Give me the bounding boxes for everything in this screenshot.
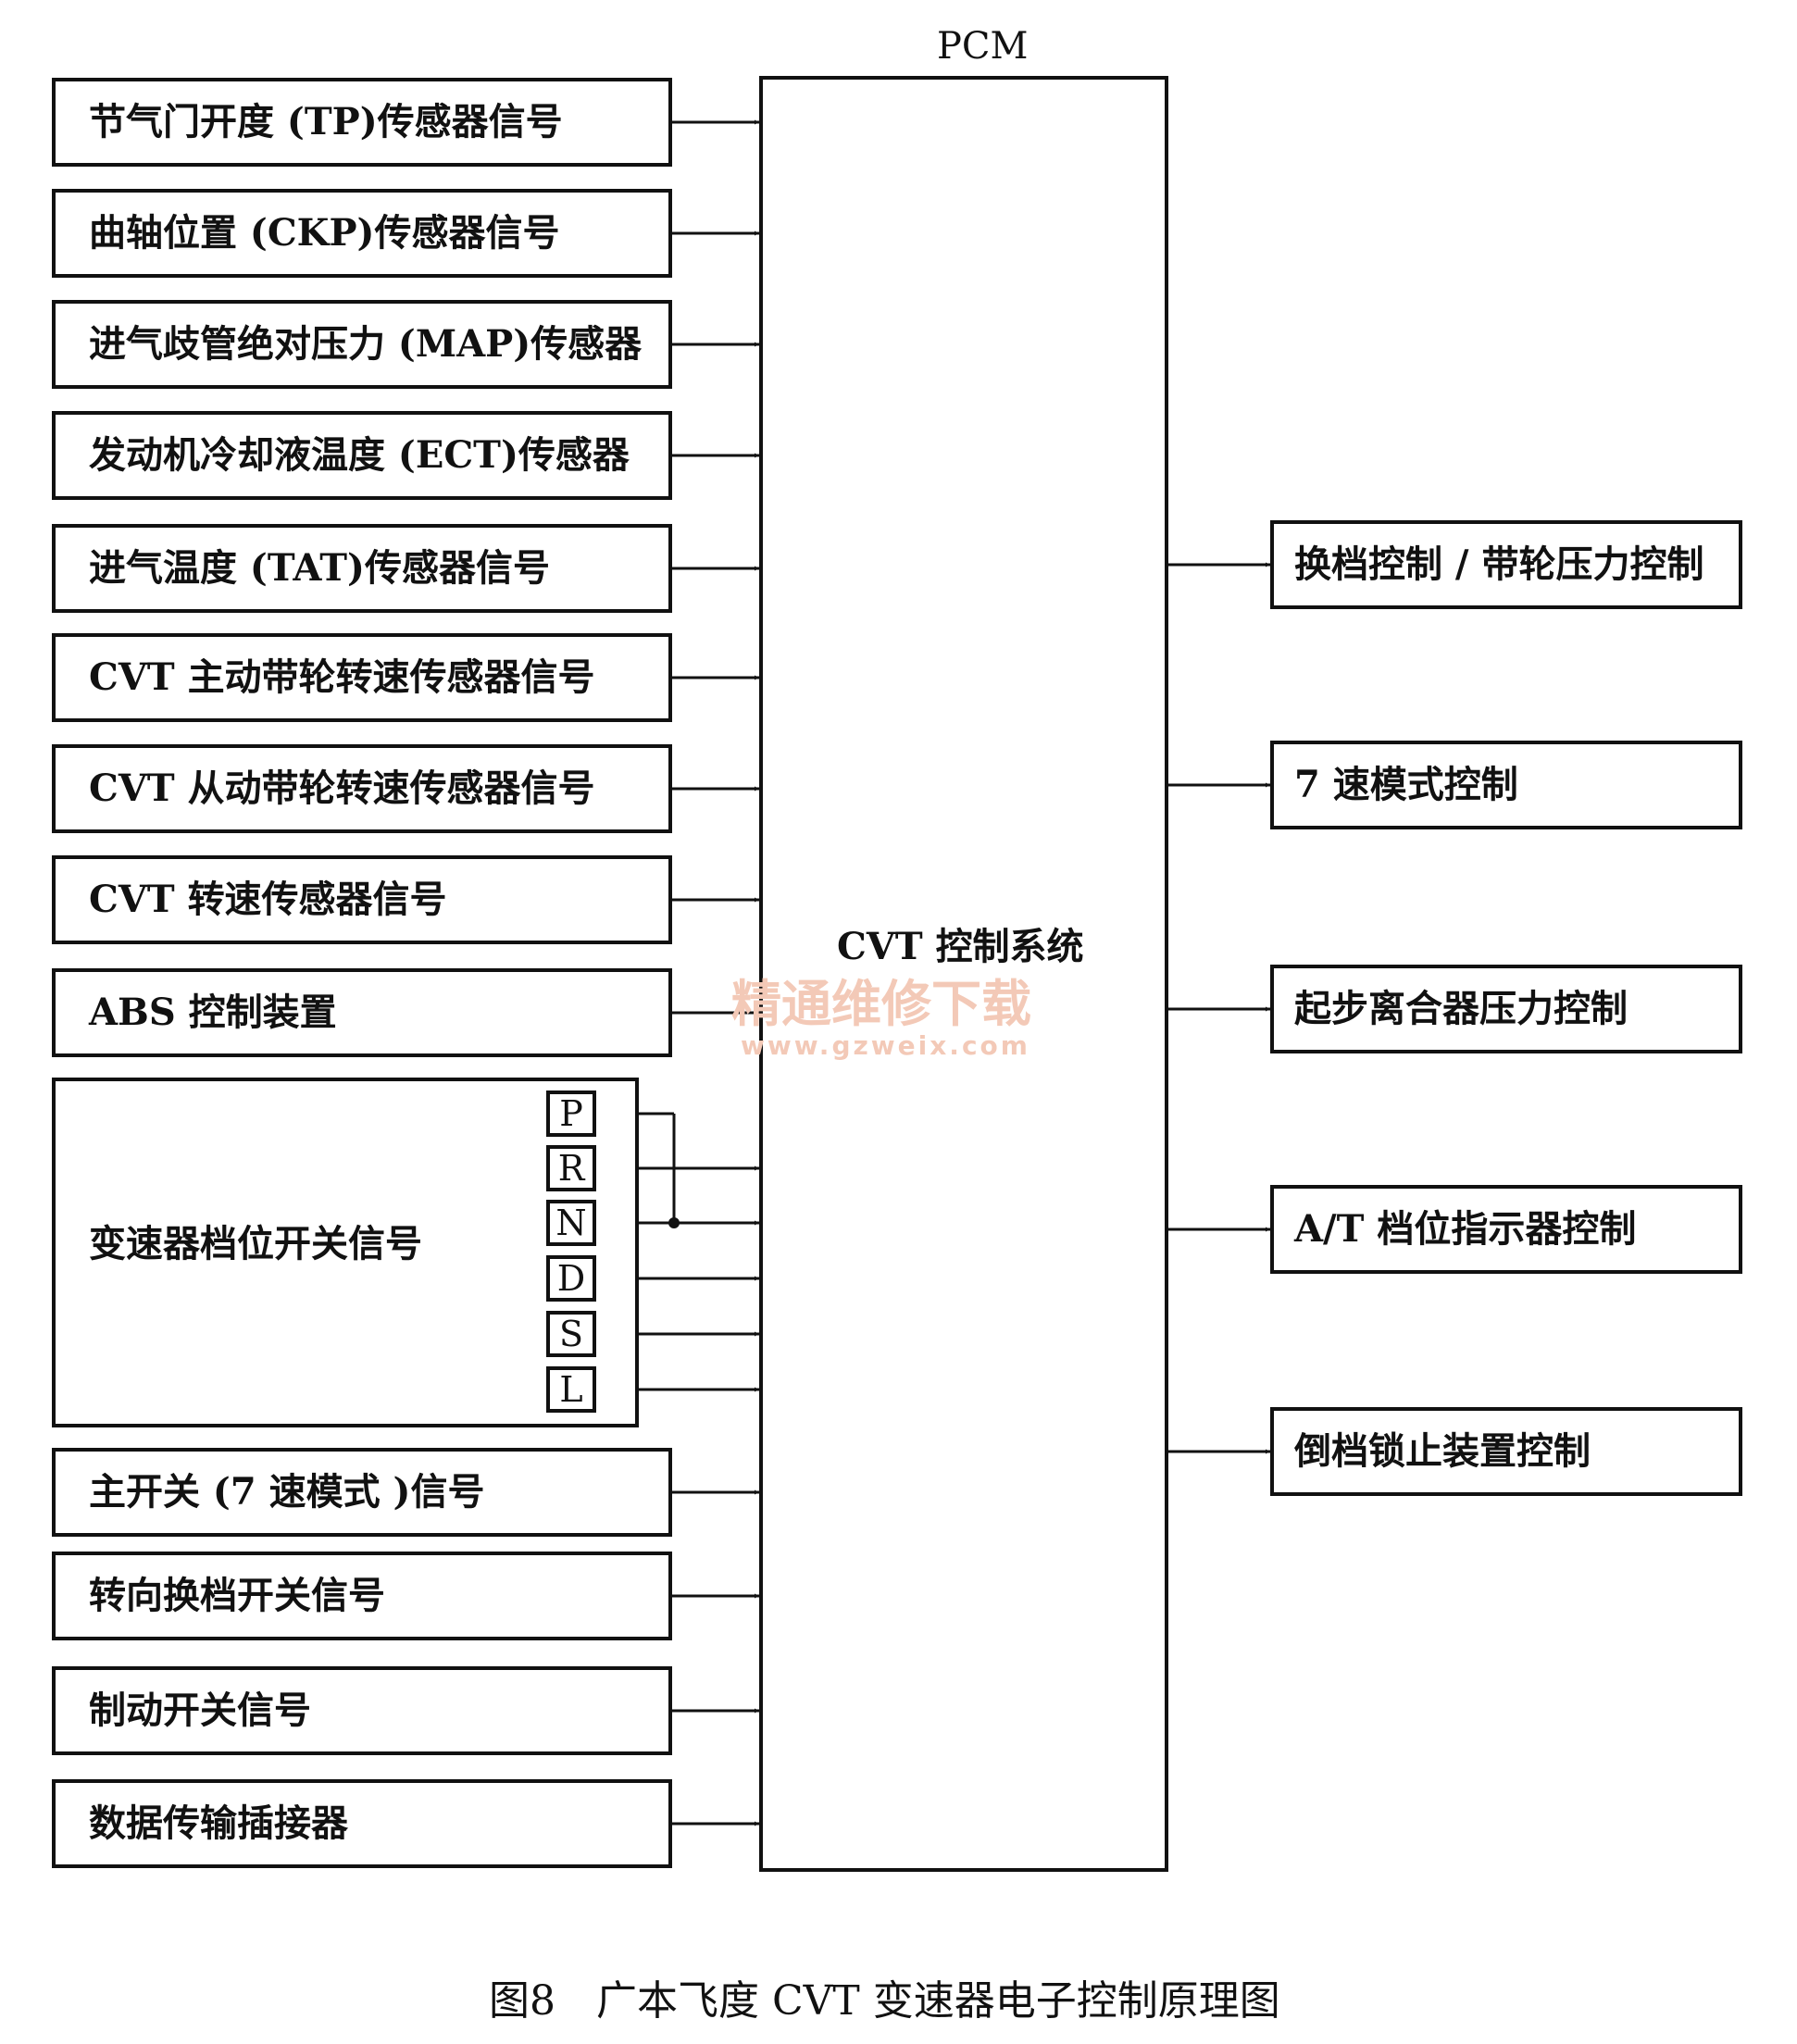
- output-label: A/T 档位指示器控制: [1294, 1207, 1637, 1251]
- output-box-at-indicator: A/T 档位指示器控制: [1270, 1185, 1742, 1274]
- output-label: 7 速模式控制: [1294, 763, 1518, 806]
- gear-position-p: P: [546, 1091, 596, 1137]
- input-label: 数据传输插接器: [89, 1801, 348, 1845]
- input-label: ABS 控制装置: [89, 991, 337, 1034]
- input-label: 主开关 (7 速模式 )信号: [89, 1470, 485, 1514]
- junction-dot: [668, 1217, 680, 1228]
- input-label: 曲轴位置 (CKP)传感器信号: [89, 211, 560, 255]
- gear-position-r: R: [546, 1145, 596, 1191]
- gear-position-s: S: [546, 1311, 596, 1357]
- input-box-steering-shift: 转向换档开关信号: [52, 1552, 672, 1640]
- input-box-map: 进气歧管绝对压力 (MAP)传感器: [52, 300, 672, 389]
- output-box-reverse-lock: 倒档锁止装置控制: [1270, 1407, 1742, 1496]
- output-label: 起步离合器压力控制: [1294, 987, 1628, 1030]
- input-box-abs: ABS 控制装置: [52, 968, 672, 1057]
- figure-caption: 图8 广本飞度 CVT 变速器电子控制原理图: [489, 1977, 1280, 2025]
- gear-position-d: D: [546, 1255, 596, 1302]
- input-box-main-switch: 主开关 (7 速模式 )信号: [52, 1448, 672, 1537]
- gear-switch-label: 变速器档位开关信号: [89, 1222, 422, 1265]
- input-label: 制动开关信号: [89, 1689, 311, 1732]
- output-label: 换档控制 / 带轮压力控制: [1294, 542, 1704, 586]
- output-box-7speed: 7 速模式控制: [1270, 741, 1742, 829]
- input-box-driven-pulley: CVT 从动带轮转速传感器信号: [52, 744, 672, 833]
- output-label: 倒档锁止装置控制: [1294, 1429, 1591, 1473]
- input-box-tat: 进气温度 (TAT)传感器信号: [52, 524, 672, 613]
- control-system-label: CVT 控制系统: [837, 925, 1084, 968]
- input-box-ckp: 曲轴位置 (CKP)传感器信号: [52, 189, 672, 278]
- pcm-label: PCM: [937, 25, 1029, 68]
- input-box-brake-switch: 制动开关信号: [52, 1666, 672, 1755]
- input-label: 节气门开度 (TP)传感器信号: [89, 100, 563, 143]
- input-box-drive-pulley: CVT 主动带轮转速传感器信号: [52, 633, 672, 722]
- input-box-cvt-speed: CVT 转速传感器信号: [52, 855, 672, 944]
- watermark-url: www.gzweix.com: [741, 1030, 1030, 1061]
- input-label: 进气温度 (TAT)传感器信号: [89, 546, 550, 590]
- gear-switch-box: 变速器档位开关信号: [52, 1078, 639, 1427]
- watermark-text: 精通维修下载: [731, 975, 1031, 1033]
- output-box-start-clutch: 起步离合器压力控制: [1270, 965, 1742, 1053]
- pcm-block: CVT 控制系统: [759, 76, 1168, 1872]
- gear-position-l: L: [546, 1366, 596, 1413]
- input-label: 发动机冷却液温度 (ECT)传感器: [89, 433, 630, 477]
- input-label: 进气歧管绝对压力 (MAP)传感器: [89, 322, 643, 366]
- gear-position-n: N: [546, 1200, 596, 1246]
- input-label: CVT 转速传感器信号: [89, 878, 447, 921]
- output-box-shift-pulley: 换档控制 / 带轮压力控制: [1270, 520, 1742, 609]
- input-box-ect: 发动机冷却液温度 (ECT)传感器: [52, 411, 672, 500]
- input-label: 转向换档开关信号: [89, 1574, 385, 1617]
- input-box-tp: 节气门开度 (TP)传感器信号: [52, 78, 672, 167]
- input-label: CVT 从动带轮转速传感器信号: [89, 766, 595, 810]
- input-label: CVT 主动带轮转速传感器信号: [89, 655, 595, 699]
- input-box-data-connector: 数据传输插接器: [52, 1779, 672, 1868]
